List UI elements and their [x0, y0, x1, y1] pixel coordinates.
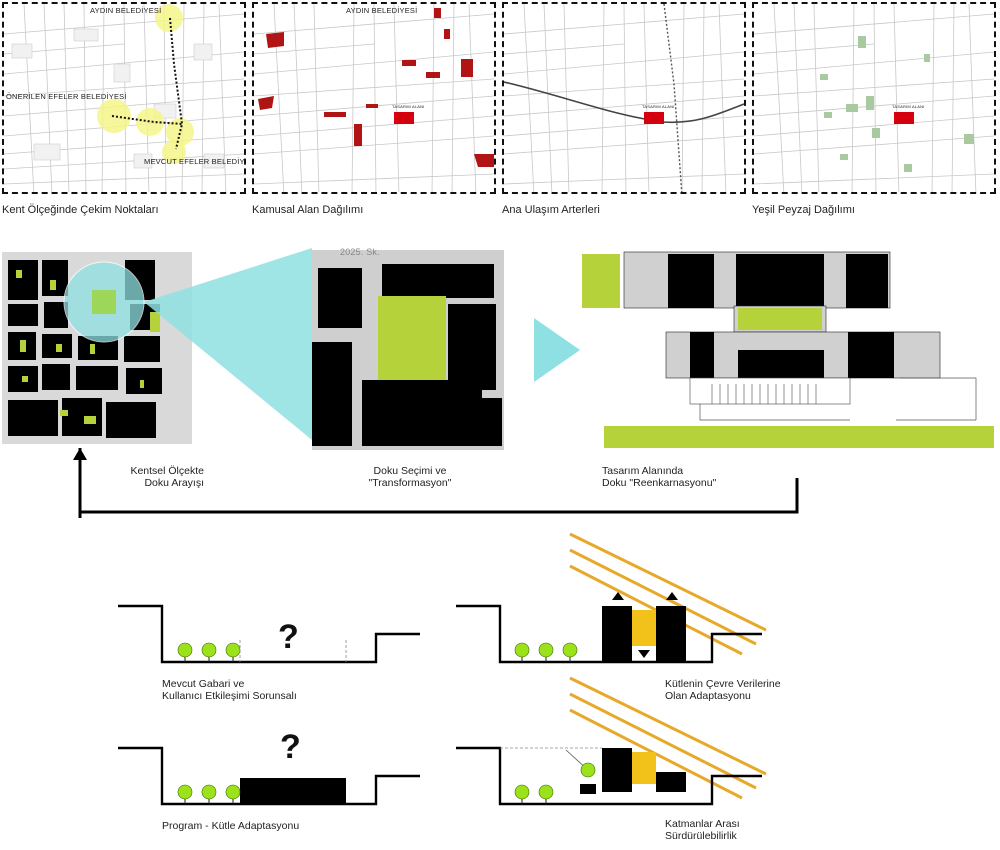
- section-caption-3: Program - Kütle Adaptasyonu: [162, 820, 299, 832]
- section-layers: [456, 676, 767, 806]
- feedback-arrowhead: [73, 448, 87, 460]
- map-label-mid: ÖNERİLEN EFELER BELEDİYESİ: [6, 92, 127, 101]
- map-caption-transport: Ana Ulaşım Arterleri: [502, 204, 600, 216]
- map-label-top: AYDIN BELEDİYESİ: [346, 6, 418, 15]
- site-label: TASARIM ALANI: [392, 104, 425, 109]
- street-grid: [4, 4, 244, 192]
- section-adaptation: [456, 532, 767, 664]
- section-4-line-2: Sürdürülebilirlik: [665, 830, 737, 842]
- main-artery: [504, 81, 744, 124]
- map-transport: TASARIM ALANI: [502, 2, 746, 194]
- site-marker: [644, 112, 664, 124]
- question-mark-1: ?: [278, 618, 299, 656]
- route-line: [111, 17, 184, 150]
- section-caption-1: Mevcut Gabari ve Kullanıcı Etkileşimi So…: [162, 678, 297, 702]
- railway: [663, 4, 683, 192]
- section-caption-2: Kütlenin Çevre Verilerine Olan Adaptasyo…: [665, 678, 781, 702]
- site-marker: [894, 112, 914, 124]
- map-attraction-points: AYDIN BELEDİYESİ ÖNERİLEN EFELER BELEDİY…: [2, 2, 246, 194]
- map-label-top: AYDIN BELEDİYESİ: [90, 6, 162, 15]
- map-caption-green: Yeşil Peyzaj Dağılımı: [752, 204, 855, 216]
- section-2-line-2: Olan Adaptasyonu: [665, 690, 751, 702]
- green-spaces: [820, 36, 974, 172]
- site-marker: [394, 112, 414, 124]
- street-grid: [504, 4, 744, 192]
- process-diagram: [2, 248, 994, 518]
- map-caption-public: Kamusal Alan Dağılımı: [252, 204, 364, 216]
- step-3-line-1: Tasarım Alanında: [602, 465, 684, 477]
- transform-arrow: [534, 318, 580, 382]
- site-plan: [582, 251, 994, 448]
- map-caption-attraction: Kent Ölçeğinde Çekim Noktaları: [2, 204, 159, 216]
- map-public-space: AYDIN BELEDİYESİ TASARIM ALANI: [252, 2, 496, 194]
- section-program: [118, 746, 420, 806]
- process-step-2: Doku Seçimi ve "Transformasyon": [320, 465, 500, 489]
- section-existing: [118, 604, 420, 664]
- section-3-line-1: Program - Kütle Adaptasyonu: [162, 820, 300, 832]
- public-spaces: [258, 8, 494, 167]
- section-1-line-2: Kullanıcı Etkileşimi Sorunsalı: [162, 690, 297, 702]
- section-2-line-1: Kütlenin Çevre Verilerine: [665, 678, 781, 690]
- map-green: TASARIM ALANI: [752, 2, 996, 194]
- section-1-line-1: Mevcut Gabari ve: [162, 678, 245, 690]
- step-3-line-2: Doku "Reenkarnasyonu": [602, 477, 717, 489]
- map-label-bottom: MEVCUT EFELER BELEDİYESİ: [144, 157, 245, 166]
- selected-texture: [312, 250, 504, 450]
- step-1-line-1: Kentsel Ölçekte: [130, 465, 204, 477]
- aerial-texture: [2, 248, 312, 444]
- site-label: TASARIM ALANI: [892, 104, 925, 109]
- step-2-line-1: Doku Seçimi ve: [373, 465, 447, 477]
- street-grid: [254, 4, 494, 192]
- site-label: TASARIM ALANI: [642, 104, 675, 109]
- section-diagrams: [118, 532, 767, 806]
- process-step-1: Kentsel Ölçekte Doku Arayışı: [100, 465, 204, 489]
- process-step-3: Tasarım Alanında Doku "Reenkarnasyonu": [602, 465, 716, 489]
- question-mark-2: ?: [280, 728, 301, 766]
- street-grid: [754, 4, 994, 192]
- step-2-line-2: "Transformasyon": [368, 477, 452, 489]
- section-4-line-1: Katmanlar Arası: [665, 818, 740, 830]
- step-1-line-2: Doku Arayışı: [144, 477, 204, 489]
- section-caption-4: Katmanlar Arası Sürdürülebilirlik: [665, 818, 740, 842]
- street-label: 2025. Sk.: [340, 247, 380, 257]
